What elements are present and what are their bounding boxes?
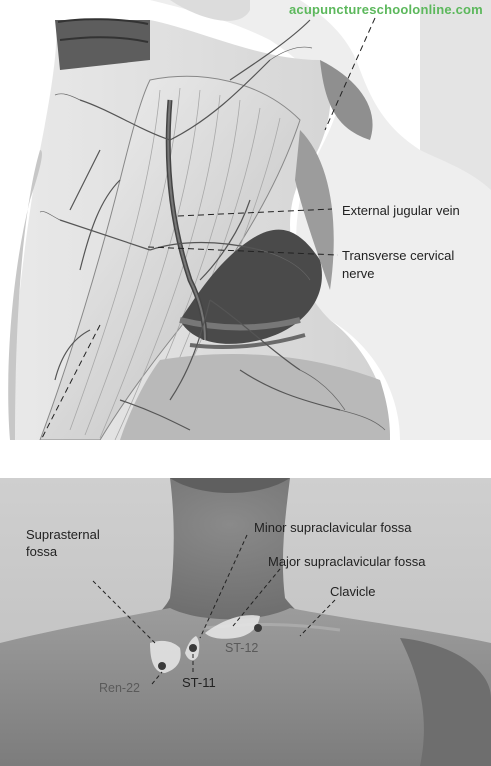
neck-anatomy-illustration: acupunctureschoolonline.com External jug… bbox=[8, 0, 491, 440]
label-major-supraclavicular-fossa: Major supraclavicular fossa bbox=[268, 554, 426, 569]
label-transverse-cervical-line1: Transverse cervical bbox=[342, 248, 455, 263]
neck-photo-acupoints: Suprasternal fossa Minor supraclavicular… bbox=[0, 478, 491, 766]
neck-photo-drawing bbox=[0, 478, 491, 766]
point-label-st-12: ST-12 bbox=[225, 641, 259, 655]
label-external-jugular-vein: External jugular vein bbox=[342, 203, 460, 218]
label-clavicle: Clavicle bbox=[330, 584, 376, 599]
label-transverse-cervical-line2: nerve bbox=[342, 266, 375, 281]
point-label-st-11: ST-11 bbox=[182, 675, 216, 690]
label-minor-supraclavicular-fossa: Minor supraclavicular fossa bbox=[254, 520, 412, 535]
label-suprasternal-fossa: Suprasternal fossa bbox=[26, 526, 116, 560]
neck-anatomy-drawing bbox=[8, 0, 491, 440]
label-suprasternal-line2: fossa bbox=[26, 544, 58, 559]
label-suprasternal-line1: Suprasternal bbox=[26, 527, 100, 542]
watermark-text: acupunctureschoolonline.com bbox=[289, 2, 483, 17]
point-label-ren-22: Ren-22 bbox=[99, 681, 140, 695]
